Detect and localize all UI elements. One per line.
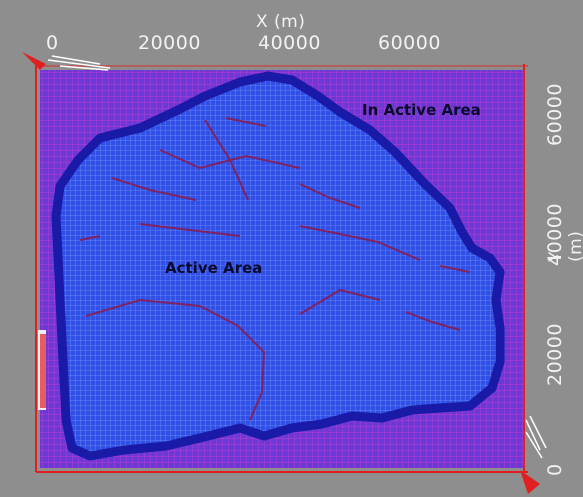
y-tick-0: 0 bbox=[544, 463, 566, 476]
active-area-region bbox=[51, 71, 505, 461]
inactive-area-label: In Active Area bbox=[362, 101, 481, 119]
x-tick-40000: 40000 bbox=[258, 32, 321, 54]
x-tick-0: 0 bbox=[46, 32, 59, 54]
x-tick-20000: 20000 bbox=[138, 32, 201, 54]
active-area-label: Active Area bbox=[165, 259, 263, 277]
x-axis-title: X (m) bbox=[256, 12, 306, 32]
axis-glyph-top bbox=[47, 55, 111, 71]
corner-marker-bottom-right bbox=[520, 470, 540, 494]
y-tick-40000: 40000 bbox=[544, 203, 566, 266]
stream-lines bbox=[79, 117, 471, 421]
x-tick-60000: 60000 bbox=[378, 32, 441, 54]
y-tick-20000: 20000 bbox=[544, 323, 566, 386]
axis-glyph-left bbox=[38, 330, 46, 410]
corner-marker-top-left bbox=[22, 52, 46, 70]
y-tick-60000: 60000 bbox=[544, 83, 566, 146]
axis-glyph-bottom-right bbox=[525, 415, 547, 459]
